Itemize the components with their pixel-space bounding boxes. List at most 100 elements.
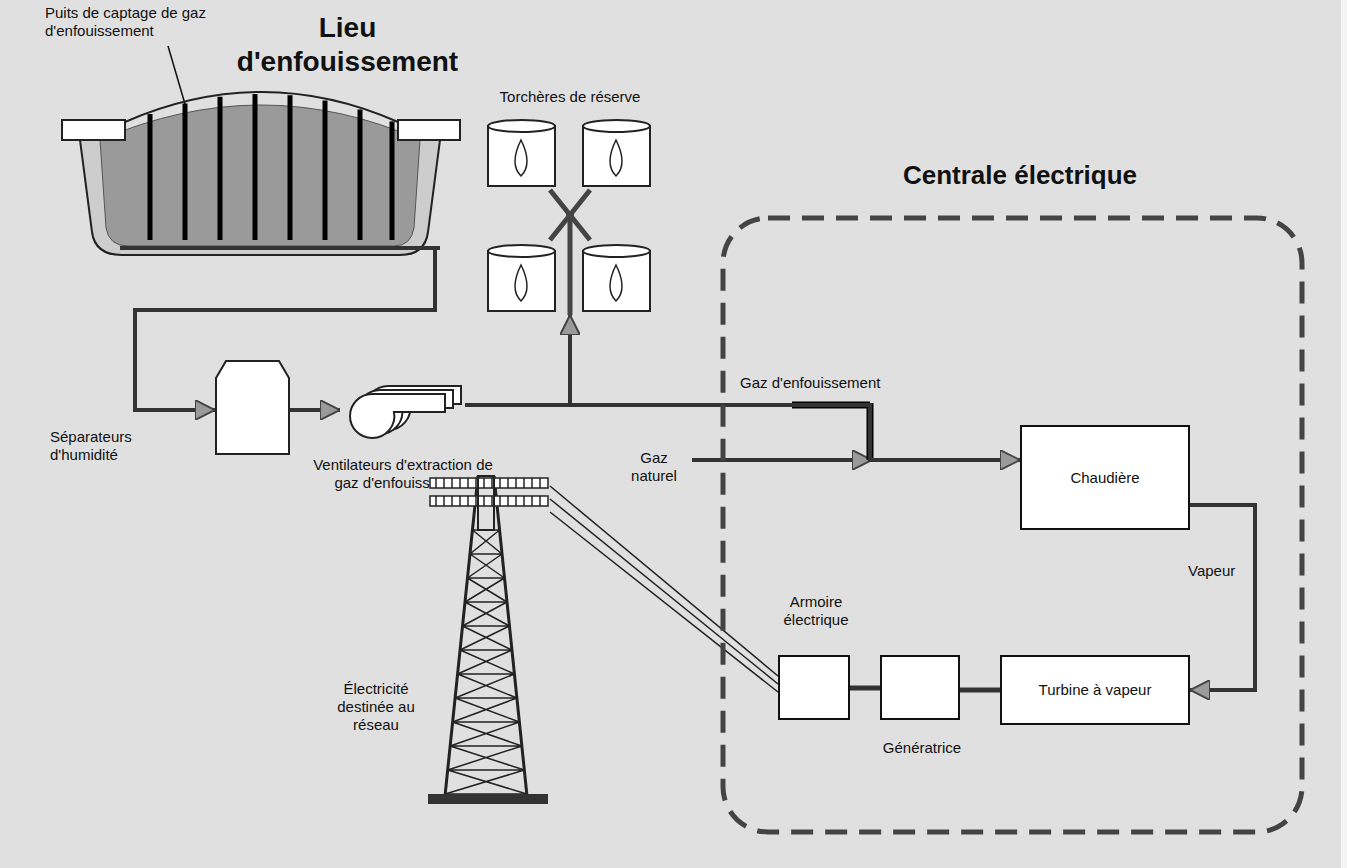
tower-bracing bbox=[445, 770, 527, 794]
crossarm-lattice bbox=[531, 496, 533, 506]
diagram-figure: Centrale électriqueChaudièreTurbine à va… bbox=[720, 215, 1305, 835]
box-label: Chaudière bbox=[1062, 465, 1147, 491]
process-box: Génératrice bbox=[880, 655, 960, 720]
flare-stack bbox=[488, 126, 555, 186]
pipe-connector bbox=[290, 408, 340, 412]
tower-leg bbox=[494, 476, 527, 796]
crossarm-lattice bbox=[475, 496, 477, 506]
crossarm-lattice bbox=[451, 478, 453, 488]
flare-top bbox=[488, 245, 555, 257]
plant-boundary bbox=[723, 218, 1302, 832]
tower-bracing bbox=[448, 746, 525, 770]
crossarm-lattice bbox=[443, 496, 445, 506]
flame-symbol bbox=[515, 265, 527, 301]
tower-top bbox=[478, 476, 494, 530]
crossarm-lattice bbox=[539, 478, 541, 488]
extraction-blower bbox=[350, 394, 445, 438]
tower-leg bbox=[445, 476, 478, 796]
crossarm-lattice bbox=[491, 478, 493, 488]
flare-pipe bbox=[568, 215, 573, 315]
crossarm-lattice bbox=[515, 496, 517, 506]
crossarm-lattice bbox=[459, 478, 461, 488]
flare-stack bbox=[583, 126, 650, 186]
gas-well bbox=[288, 95, 293, 240]
crossarm-lattice bbox=[539, 496, 541, 506]
tower-bracing bbox=[453, 698, 520, 722]
flow-label: Gaz d'enfouissement bbox=[738, 374, 882, 392]
landfill-waste bbox=[100, 105, 420, 246]
tower-bracing bbox=[465, 578, 507, 602]
callout-label: Puits de captage de gaz d'enfouissement bbox=[45, 4, 235, 40]
leader-line bbox=[168, 46, 185, 104]
crossarm-lattice bbox=[483, 478, 485, 488]
landfill-cover bbox=[125, 92, 398, 122]
crossarm-lattice bbox=[523, 478, 525, 488]
diagram-figure: Lieu d'enfouissement bbox=[60, 5, 465, 257]
node-illustration bbox=[425, 470, 550, 808]
crossarm-lattice bbox=[435, 496, 437, 506]
gas-well bbox=[323, 100, 328, 240]
crossarm-lattice bbox=[531, 478, 533, 488]
flare-pipe bbox=[570, 190, 590, 215]
tower-crossarm bbox=[430, 496, 548, 506]
pipe-connector bbox=[550, 499, 778, 684]
crossarm-lattice bbox=[499, 478, 501, 488]
box-label: Turbine à vapeur bbox=[1031, 677, 1160, 703]
tower-base bbox=[428, 794, 548, 804]
node-heading: Séparateurs d'humidité bbox=[50, 428, 180, 464]
node-illustration bbox=[60, 5, 465, 257]
process-box: Chaudière bbox=[1020, 425, 1190, 530]
moisture-separator bbox=[216, 361, 289, 454]
flame-symbol bbox=[610, 140, 622, 176]
landfill-rim bbox=[62, 120, 125, 140]
node-heading: Centrale électrique bbox=[840, 159, 1200, 191]
crossarm-lattice bbox=[515, 478, 517, 488]
node-illustration bbox=[720, 215, 1305, 835]
crossarm-lattice bbox=[507, 478, 509, 488]
tower-crossarm bbox=[430, 478, 548, 488]
gas-well bbox=[358, 110, 363, 240]
callout-label: Gaz naturel bbox=[620, 449, 688, 485]
gas-well bbox=[253, 94, 258, 240]
collection-pipe bbox=[433, 248, 437, 257]
process-box: Armoire électrique bbox=[778, 655, 850, 720]
crossarm-lattice bbox=[459, 496, 461, 506]
crossarm-lattice bbox=[499, 496, 501, 506]
tower-bracing bbox=[467, 554, 504, 578]
pipe-connector bbox=[960, 688, 1000, 693]
flame-symbol bbox=[515, 140, 527, 176]
collection-pipe bbox=[120, 246, 440, 250]
node-heading: Génératrice bbox=[852, 739, 992, 757]
flare-top bbox=[488, 120, 555, 132]
node-heading: Électricité destinée au réseau bbox=[330, 680, 422, 734]
flare-stack bbox=[583, 251, 650, 311]
flare-top bbox=[583, 245, 650, 257]
crossarm-lattice bbox=[451, 496, 453, 506]
diagram-figure: Ventilateurs d'extraction de gaz d'enfou… bbox=[340, 380, 465, 440]
gas-well bbox=[148, 114, 153, 240]
pipe-connector bbox=[465, 315, 570, 405]
crossarm-lattice bbox=[443, 478, 445, 488]
diagram-figure: Torchères de réserve bbox=[485, 120, 655, 315]
crossarm-lattice bbox=[467, 496, 469, 506]
tower-bracing bbox=[460, 626, 512, 650]
flare-pipe bbox=[550, 215, 570, 240]
process-box: Turbine à vapeur bbox=[1000, 655, 1190, 725]
pipe-connector bbox=[850, 686, 880, 691]
crossarm-lattice bbox=[467, 478, 469, 488]
node-illustration bbox=[340, 380, 465, 440]
crossarm-lattice bbox=[507, 496, 509, 506]
natural-gas-pipe bbox=[692, 458, 872, 462]
node-heading: Armoire électrique bbox=[766, 593, 866, 629]
power-wire bbox=[550, 486, 778, 676]
tower-bracing bbox=[458, 650, 515, 674]
flare-top bbox=[583, 120, 650, 132]
pipe-junction bbox=[566, 211, 574, 219]
diagram-figure: Électricité destinée au réseau bbox=[425, 470, 550, 808]
gas-well bbox=[183, 103, 188, 240]
gas-well bbox=[218, 97, 223, 240]
tower-bracing bbox=[455, 674, 517, 698]
pipe-connector bbox=[465, 405, 1020, 460]
node-heading: Lieu d'enfouissement bbox=[230, 11, 465, 79]
